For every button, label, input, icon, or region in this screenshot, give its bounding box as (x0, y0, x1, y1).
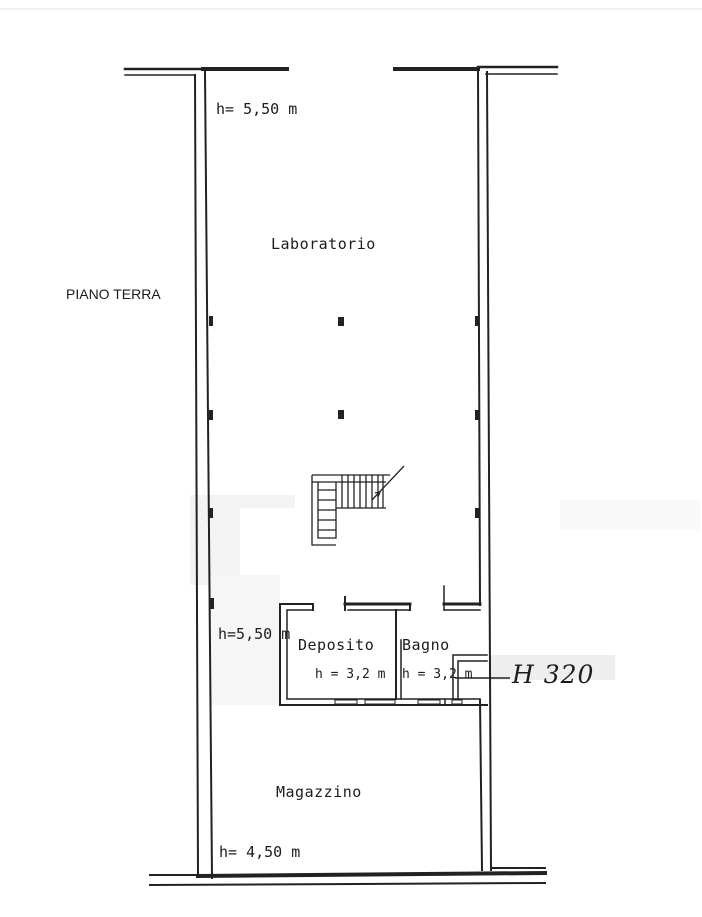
scan-shadow (240, 508, 295, 586)
pillars (209, 316, 479, 609)
scan-shadow (560, 500, 700, 530)
staircase (311, 465, 405, 546)
laboratorio-label: Laboratorio (271, 235, 376, 253)
magazzino-label: Magazzino (276, 783, 362, 801)
floor-label: PIANO TERRA (66, 286, 161, 302)
laboratorio-height-top: h= 5,50 m (216, 100, 298, 118)
scan-shadow (490, 655, 615, 680)
inner-walls (279, 585, 488, 706)
outer-walls (123, 65, 559, 887)
deposito-label: Deposito (298, 636, 375, 654)
height-annotation: H 320 (512, 660, 595, 689)
bagno-label: Bagno (402, 636, 450, 654)
scan-shadow (210, 575, 280, 705)
windows (334, 699, 463, 705)
magazzino-height: h= 4,50 m (219, 843, 301, 861)
laboratorio-height-mid: h=5,50 m (218, 625, 291, 643)
bagno-height: h = 3,2 m (402, 667, 473, 682)
deposito-height: h = 3,2 m (315, 667, 386, 682)
